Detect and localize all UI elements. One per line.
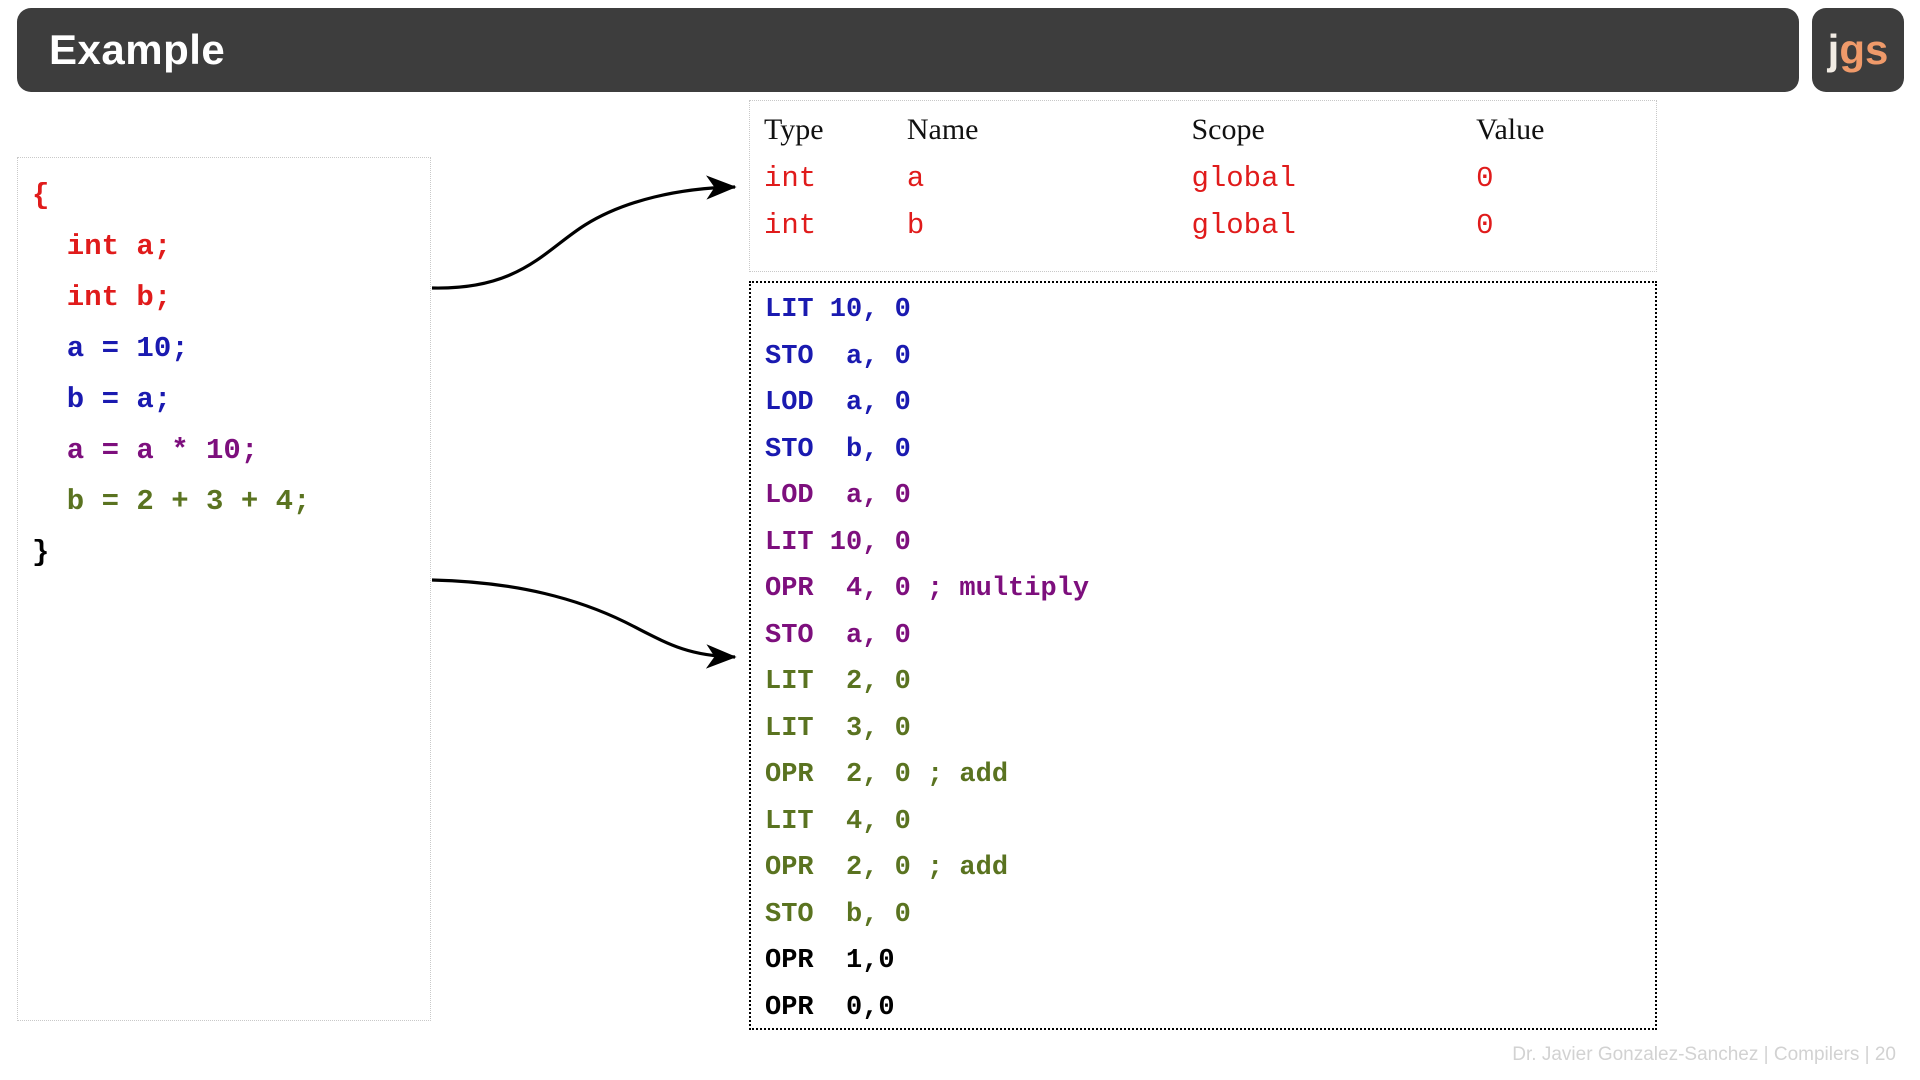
assembly-code-panel: LIT 10, 0 STO a, 0 LOD a, 0 STO b, 0 LOD a, …	[749, 281, 1657, 1030]
jgs-logo-badge: jgs	[1812, 8, 1904, 92]
source-code-line: a = a * 10;	[32, 434, 259, 467]
assembly-code-line: OPR 0,0	[765, 992, 895, 1023]
assembly-code-block: LIT 10, 0 STO a, 0 LOD a, 0 STO b, 0 LOD a, …	[765, 287, 1089, 1031]
source-code-line: b = a;	[32, 383, 172, 416]
source-code-block: { int a; int b; a = 10; b = a; a = a * 1…	[32, 170, 310, 578]
assembly-code-line: LOD a, 0	[765, 388, 911, 418]
logo-text: jgs	[1828, 29, 1889, 71]
assembly-code-line: STO a, 0	[765, 620, 911, 651]
assembly-code-line: LIT 4, 0	[765, 806, 911, 837]
symbol-table: Type Name Scope Value int a global 0 int b glo…	[764, 111, 1656, 253]
assembly-code-line: OPR 4, 0 ; multiply	[765, 574, 1090, 604]
slide-header-bar: Example	[17, 8, 1799, 92]
column-header-scope: Scope	[1191, 113, 1265, 146]
source-code-line: int a;	[32, 230, 172, 263]
table-cell: b	[906, 209, 925, 242]
column-header-value: Value	[1476, 113, 1545, 146]
assembly-code-line: LIT 10, 0	[765, 527, 911, 558]
arrow-declarations-to-symbol-table	[431, 175, 737, 290]
column-header-type: Type	[764, 113, 824, 146]
arrow-statements-to-assembly	[431, 578, 737, 669]
assembly-code-line: STO b, 0	[765, 899, 911, 930]
logo-letter-j: j	[1827, 26, 1840, 73]
logo-letters-gs: gs	[1839, 26, 1889, 73]
table-cell: 0	[1476, 209, 1494, 242]
symbol-table-body: int a global 0 int b global 0	[764, 159, 1656, 253]
symbol-table-panel: Type Name Scope Value int a global 0 int b glo…	[749, 100, 1657, 272]
assembly-code-line: STO b, 0	[765, 434, 911, 465]
assembly-code-line: LOD a, 0	[765, 481, 911, 511]
table-cell: int	[764, 162, 817, 195]
table-cell: 0	[1476, 162, 1494, 195]
table-cell: global	[1191, 162, 1296, 195]
table-row: int b global 0	[764, 206, 1656, 253]
assembly-code-line: OPR 2, 0 ; add	[765, 853, 1009, 883]
assembly-code-line: OPR 1,0	[765, 946, 895, 976]
table-row: int a global 0	[764, 159, 1656, 206]
assembly-code-line: LIT 3, 0	[765, 713, 911, 744]
source-code-line: a = 10;	[32, 332, 189, 365]
assembly-code-line: LIT 10, 0	[765, 295, 911, 325]
column-header-name: Name	[906, 113, 979, 146]
table-cell: a	[906, 162, 925, 195]
assembly-code-line: OPR 2, 0 ; add	[765, 760, 1009, 790]
source-code-line: {	[32, 179, 50, 212]
source-code-panel: { int a; int b; a = 10; b = a; a = a * 1…	[17, 157, 431, 1021]
assembly-code-line: LIT 2, 0	[765, 667, 911, 697]
assembly-code-line: STO a, 0	[765, 341, 911, 372]
page-title: Example	[49, 26, 226, 73]
source-code-line: }	[32, 536, 50, 569]
footer-credit: Dr. Javier Gonzalez-Sanchez | Compilers …	[1512, 1044, 1896, 1065]
symbol-table-header-row: Type Name Scope Value	[764, 111, 1656, 159]
source-code-line: b = 2 + 3 + 4;	[32, 485, 311, 518]
source-code-line: int b;	[32, 281, 172, 314]
table-cell: int	[764, 209, 817, 242]
table-cell: global	[1191, 209, 1296, 242]
